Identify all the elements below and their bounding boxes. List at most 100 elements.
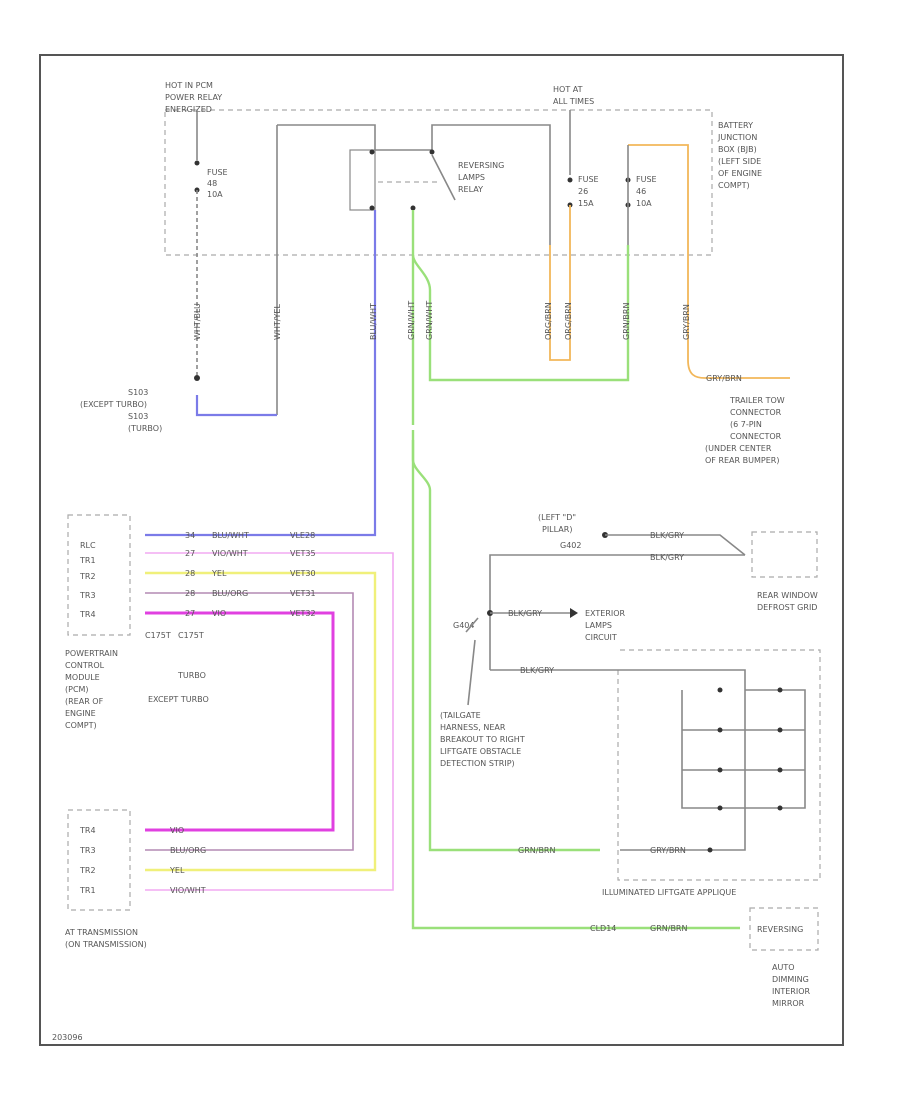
label-c175t-1: C175T	[145, 631, 171, 640]
wire-gry-brn	[628, 144, 790, 379]
trailer-label-4: CONNECTOR	[730, 432, 782, 441]
pcm-label-5: (REAR OF	[65, 697, 104, 706]
label-bjb-1: BATTERY	[718, 121, 753, 130]
diagram-frame	[39, 54, 844, 1046]
diagram-code: 203096	[52, 1033, 83, 1042]
trailer-label-5: (UNDER CENTER	[705, 444, 772, 453]
label-s103-2: (EXCEPT TURBO)	[80, 400, 147, 409]
trailer-label-3: (6 7-PIN	[730, 420, 762, 429]
wire-label-gry-brn-2: GRY/BRN	[650, 846, 686, 855]
led-5	[717, 767, 723, 773]
relay-pin-2	[369, 205, 375, 211]
tailgate-label-1: (TAILGATE	[440, 711, 481, 720]
trn-color-4: VIO/WHT	[170, 886, 206, 895]
wire-label-gry-brn: GRY/BRN	[682, 304, 691, 340]
fuse-c-label-1: FUSE	[636, 175, 657, 184]
splice-s103-except-turbo	[194, 375, 200, 381]
wire-yel	[145, 571, 377, 872]
label-except-turbo: EXCEPT TURBO	[148, 695, 209, 704]
wire-label-blk-gry-3: BLK/GRY	[508, 609, 542, 618]
wire-grn-wht-2	[411, 210, 630, 382]
pcm-color-2: VIO/WHT	[212, 549, 248, 558]
led-4	[777, 727, 783, 733]
pcm-label-6: ENGINE	[65, 709, 96, 718]
pcm-circuit-4: VET31	[290, 589, 316, 598]
fuse-b-label-1: FUSE	[578, 175, 599, 184]
fuse-c-label-2: 46	[636, 187, 646, 196]
wire-label-blu-wht: BLU/WHT	[369, 303, 378, 340]
pcm-circuit-1: VLE28	[290, 531, 315, 540]
fuse-b-pin-top	[567, 177, 573, 183]
relay-switch-feed	[375, 124, 551, 245]
label-illuminated-liftgate: ILLUMINATED LIFTGATE APPLIQUE	[602, 888, 736, 897]
pcm-color-5: VIO	[212, 609, 226, 618]
ext-label-1: EXTERIOR	[585, 609, 626, 618]
relay-label-2: LAMPS	[458, 173, 485, 182]
fuse-a-pin-top	[194, 160, 200, 166]
pillar-label-1: (LEFT "D"	[538, 513, 576, 522]
led-6	[777, 767, 783, 773]
label-turbo: TURBO	[177, 671, 206, 680]
mirror-label-2: DIMMING	[772, 975, 809, 984]
g404-pointer	[465, 617, 479, 633]
pcm-color-3: YEL	[211, 569, 227, 578]
trn-pin-tr4: TR4	[79, 826, 96, 835]
transmission-connector	[67, 809, 131, 911]
pcm-label-7: COMPT)	[65, 721, 97, 730]
wire-label-gry-brn-h: GRY/BRN	[706, 374, 742, 383]
label-all-times: ALL TIMES	[553, 97, 594, 106]
label-cld14: CLD14	[590, 924, 616, 933]
wire-label-grn-brn-3: GRN/BRN	[518, 846, 555, 855]
pcm-circuit-2: VET35	[290, 549, 316, 558]
label-bjb-6: COMPT)	[718, 181, 750, 190]
relay-label-1: REVERSING	[458, 161, 504, 170]
wire-org-brn	[549, 205, 571, 361]
label-bjb-5: OF ENGINE	[718, 169, 762, 178]
trailer-label-6: OF REAR BUMPER)	[705, 456, 779, 465]
led-7	[717, 805, 723, 811]
pcm-label-2: CONTROL	[65, 661, 105, 670]
wire-blk-gry-bus	[489, 554, 745, 670]
wire-label-grn-brn: GRN/BRN	[622, 303, 631, 340]
liftgate-applique-outline	[617, 649, 821, 881]
label-bjb-4: (LEFT SIDE	[718, 157, 761, 166]
trn-color-1: VIO	[170, 826, 184, 835]
pcm-pin-tr4: TR4	[79, 610, 96, 619]
relay-pin-1	[369, 149, 375, 155]
wire-grn-brn-mirror	[411, 440, 740, 930]
relay-coil	[349, 149, 376, 211]
trn-pin-tr3: TR3	[79, 846, 96, 855]
fuse-b-label-2: 26	[578, 187, 588, 196]
pcm-label-4: (PCM)	[65, 685, 89, 694]
exterior-lamps-arrow	[570, 608, 578, 618]
rear-def-label-1: REAR WINDOW	[757, 591, 818, 600]
wire-label-grn-wht-2: GRN/WHT	[425, 301, 434, 340]
pillar-label-3: G402	[560, 541, 581, 550]
mirror-label-3: INTERIOR	[772, 987, 811, 996]
led-8	[777, 805, 783, 811]
pcm-pin-tr3: TR3	[79, 591, 96, 600]
fuse-a-label-3: 10A	[207, 190, 223, 199]
pcm-pin-tr2: TR2	[79, 572, 96, 581]
label-g404: G404	[453, 621, 474, 630]
battery-junction-box-outline	[164, 109, 713, 256]
led-3	[717, 727, 723, 733]
pcm-circuit-5: VET32	[290, 609, 316, 618]
trn-color-3: YEL	[169, 866, 185, 875]
trailer-label-2: CONNECTOR	[730, 408, 782, 417]
applique-return-wire	[620, 808, 746, 851]
pcm-pin-rlc: RLC	[80, 541, 96, 550]
tailgate-pointer	[467, 639, 476, 706]
applique-led-grid-left	[605, 669, 746, 809]
trn-pin-tr1: TR1	[79, 886, 96, 895]
wire-label-blk-gry-2: BLK/GRY	[650, 553, 684, 562]
pcm-pin-num-5: 27	[185, 609, 195, 618]
trn-color-2: BLU/ORG	[170, 846, 206, 855]
wire-label-grn-wht-1: GRN/WHT	[407, 301, 416, 340]
wire-label-blk-gry-1: BLK/GRY	[650, 531, 684, 540]
relay-switch-arm	[431, 154, 456, 201]
tailgate-label-3: BREAKOUT TO RIGHT	[440, 735, 525, 744]
trans-label-1: AT TRANSMISSION	[65, 928, 138, 937]
relay-label-3: RELAY	[458, 185, 483, 194]
